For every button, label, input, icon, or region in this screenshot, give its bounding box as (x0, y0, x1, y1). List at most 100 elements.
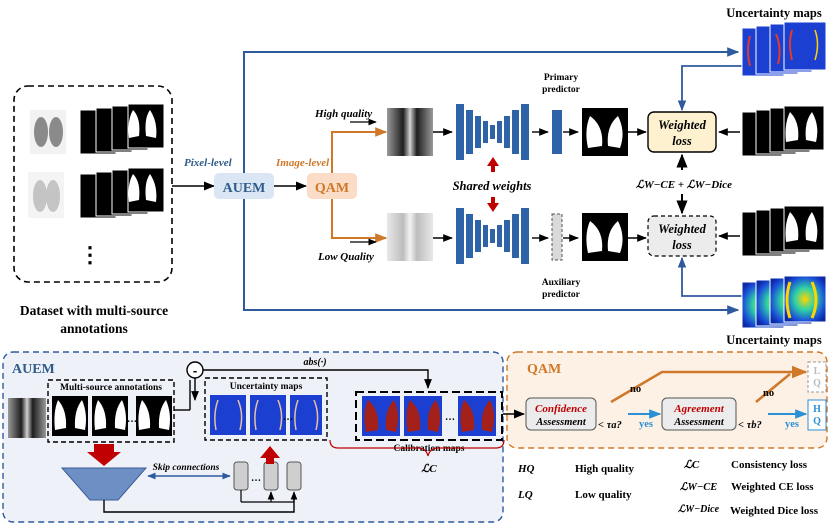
red-arrow-to-uncertainty (260, 446, 280, 464)
shared-weights-label: Shared weights (453, 179, 532, 193)
primary-predictor-label-2: predictor (542, 85, 581, 95)
legend-lq-abbr: LQ (517, 489, 533, 501)
no-arrow-2 (755, 372, 791, 404)
qam-block-label: QAM (315, 181, 349, 196)
dataset-ellipsis: ⋮ (79, 242, 101, 267)
primary-prediction-mask (582, 108, 628, 156)
qam-block (307, 173, 357, 199)
lung-mask-stack-1 (79, 103, 165, 155)
pixel-level-label: Pixel-level (184, 157, 233, 169)
weighted-loss-auxiliary-label-2: loss (672, 238, 692, 252)
auem-block (214, 173, 274, 199)
encoder-funnel (60, 467, 148, 501)
hq-badge-h: H (813, 404, 821, 415)
uncertainty-map-stack-top (741, 21, 827, 77)
calibration-maps-label: Calibration maps (394, 444, 465, 454)
hq-badge (807, 399, 827, 431)
dataset-box (13, 85, 173, 283)
branch-low-quality (331, 199, 388, 243)
weighted-loss-primary-label-1: Weighted (658, 118, 706, 132)
arrow-uncertainty-to-auxiliary-loss (677, 256, 770, 297)
calibration-maps-box (355, 391, 503, 441)
primary-predictor (552, 110, 562, 154)
decoder-loop-line (103, 494, 295, 513)
lq-badge-q: Q (813, 378, 821, 389)
legend-lwce-abbr: ℒW−CE (680, 481, 717, 493)
low-quality-xray (387, 213, 433, 261)
network-bottom (456, 208, 529, 264)
lq-badge (807, 361, 827, 393)
low-quality-label: Low Quality (317, 251, 374, 263)
no-label-2: no (763, 388, 774, 399)
legend-lwdice-text: Weighted Dice loss (730, 505, 819, 517)
calibration-maps (362, 396, 496, 436)
route-to-top-uncertainty (243, 47, 740, 173)
legend-lc-text: Consistency loss (731, 459, 808, 471)
yes-label-2: yes (785, 419, 799, 430)
chest-xray-thumb-1 (30, 110, 66, 154)
lq-badge-l: L (814, 366, 821, 377)
legend-hq-abbr: HQ (517, 463, 535, 475)
auem-panel-title: AUEM (12, 362, 55, 377)
auxiliary-predictor-label-2: predictor (542, 290, 581, 300)
decoder-dots: … (251, 473, 261, 484)
abs-label: abs(·) (303, 357, 326, 368)
decoder-heads (233, 461, 302, 503)
weighted-loss-auxiliary (647, 215, 717, 257)
chest-xray-thumb-2 (28, 172, 64, 218)
yes-label-1: yes (639, 419, 653, 430)
weighted-loss-primary (647, 111, 717, 153)
lung-mask-stack-2 (79, 167, 165, 219)
assessment-label-2: Assessment (673, 417, 725, 428)
legend-lc-abbr: ℒC (684, 459, 700, 471)
auem-uncertainty-maps-box (204, 377, 328, 441)
uncertainty-map-stack-bottom (741, 275, 827, 329)
auem-panel-xray (8, 398, 46, 438)
auem-uncertainty-maps (210, 395, 322, 435)
shared-weights-red-arrows (487, 157, 499, 212)
uncertainty-dots: … (283, 412, 293, 423)
abs-arrow (203, 369, 432, 389)
minus-sign: - (193, 363, 197, 378)
assessment-label-1: Assessment (535, 417, 587, 428)
qam-panel-title: QAM (527, 362, 561, 377)
gt-mask-stack-top (741, 105, 825, 157)
hq-badge-q: Q (813, 416, 821, 427)
legend-hq-text: High quality (575, 463, 634, 475)
branch-high-quality (331, 127, 388, 173)
multi-source-annotations-label: Multi-source annotations (60, 383, 162, 393)
network-top (456, 104, 529, 160)
weighted-loss-primary-label-2: loss (672, 134, 692, 148)
loss-formula: ℒW−CE + ℒW−Dice (636, 179, 732, 191)
dataset-caption-line2: annotations (60, 321, 128, 336)
gt-mask-stack-bottom (741, 205, 825, 257)
uncertainty-maps-label-top: Uncertainty maps (726, 6, 822, 20)
calibration-dots: … (445, 412, 455, 423)
high-quality-label: High quality (314, 108, 372, 120)
arrow-uncertainty-to-primary-loss (677, 65, 770, 112)
high-quality-xray (387, 108, 433, 156)
tau-b-label: < τb? (738, 420, 762, 431)
confidence-assessment-box (525, 397, 597, 431)
multi-source-annotations-box (47, 379, 175, 443)
no-arrow-1 (610, 365, 808, 404)
skip-connections-label: Skip connections (153, 463, 220, 473)
agreement-assessment-box (661, 397, 737, 431)
agreement-label: Agreement (673, 403, 724, 415)
consistency-brace (329, 439, 505, 457)
legend-lwdice-abbr: ℒW−Dice (678, 504, 720, 515)
confidence-label: Confidence (535, 403, 587, 415)
annotation-masks (52, 396, 172, 436)
legend-lq-text: Low quality (575, 489, 632, 501)
auxiliary-prediction-mask (582, 213, 628, 261)
red-arrow-to-encoder (87, 444, 121, 466)
auxiliary-predictor-label-1: Auxiliary (542, 278, 581, 288)
dataset-caption-line1: Dataset with multi-source (20, 303, 168, 318)
no-label-1: no (630, 384, 641, 395)
weighted-loss-auxiliary-label-1: Weighted (658, 222, 706, 236)
tau-a-label: < τa? (598, 420, 622, 431)
primary-predictor-label-1: Primary (544, 73, 579, 83)
uncertainty-maps-label-bottom: Uncertainty maps (726, 333, 822, 347)
auem-uncertainty-maps-label: Uncertainty maps (230, 382, 303, 392)
